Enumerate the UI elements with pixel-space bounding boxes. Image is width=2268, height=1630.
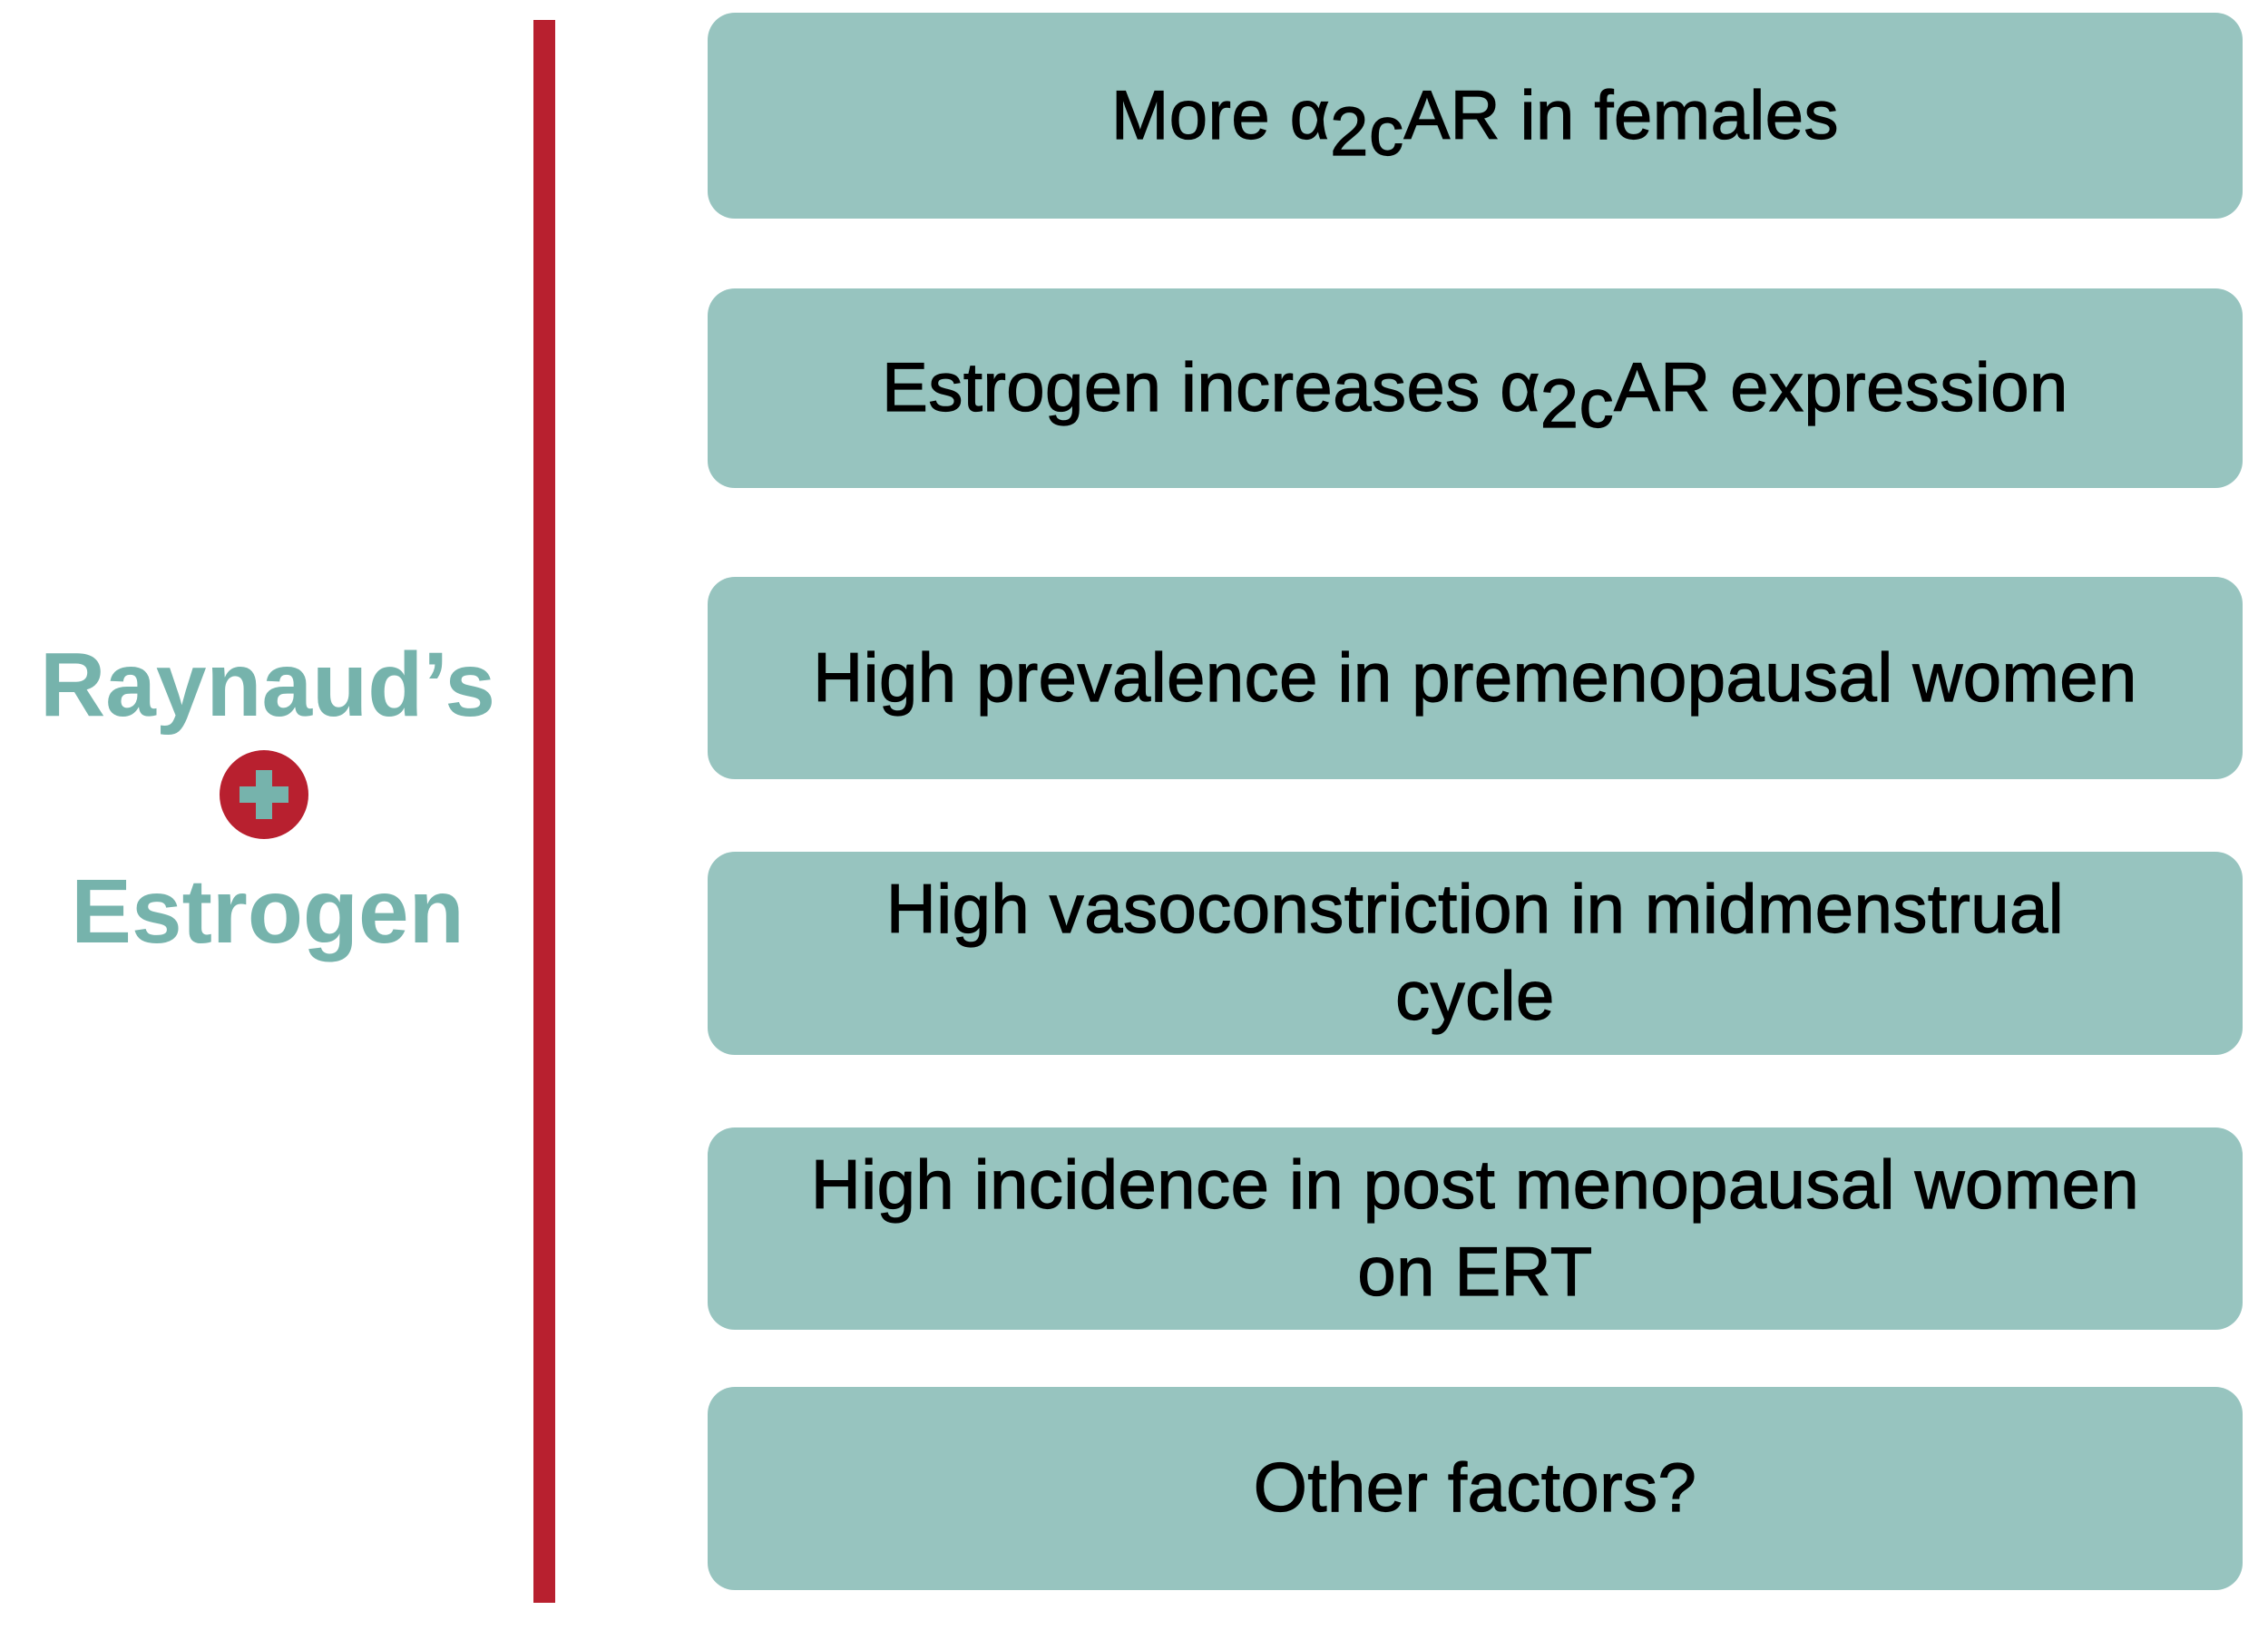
factor-box-1: More α2cAR in females <box>708 13 2243 219</box>
factor-text-4: High vasoconstriction in midmenstrual cy… <box>885 870 2065 1035</box>
factor-text-3: High prevalence in premenopausal women <box>813 639 2137 717</box>
factor-text-5: High incidence in post menopausal women … <box>810 1146 2140 1311</box>
factor-box-4: High vasoconstriction in midmenstrual cy… <box>708 852 2243 1055</box>
factor-text-1: More α2cAR in females <box>1110 76 1840 171</box>
factor-box-5: High incidence in post menopausal women … <box>708 1127 2243 1330</box>
estrogen-label: Estrogen <box>71 861 464 962</box>
factor-text-2: Estrogen increases α2cAR expression <box>882 348 2068 443</box>
plus-circle-icon <box>220 750 308 839</box>
factor-text-6: Other factors? <box>1253 1449 1697 1527</box>
divider-line <box>533 20 555 1603</box>
raynauds-label: Raynaud’s <box>39 634 495 736</box>
factor-box-6: Other factors? <box>708 1387 2243 1590</box>
factor-box-2: Estrogen increases α2cAR expression <box>708 288 2243 488</box>
factor-box-3: High prevalence in premenopausal women <box>708 577 2243 779</box>
